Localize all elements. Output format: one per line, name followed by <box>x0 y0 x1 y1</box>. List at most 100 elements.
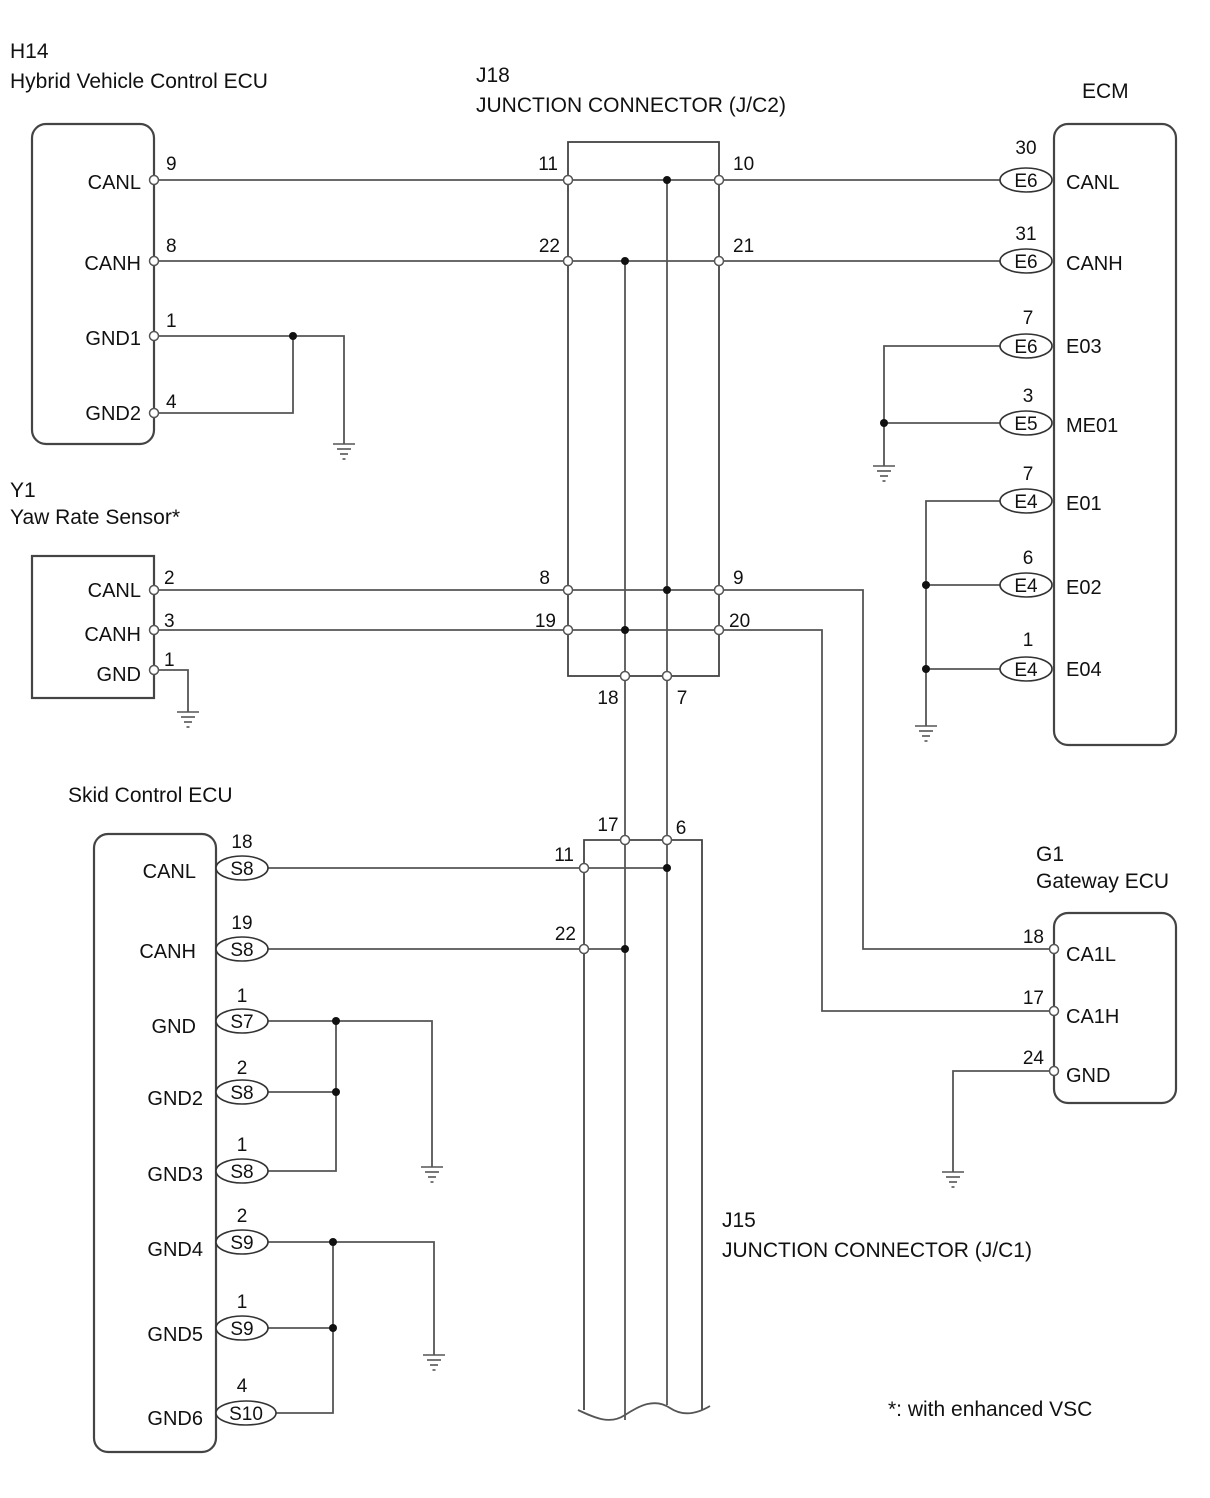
connector-oval: E6 <box>999 248 1053 274</box>
connector-oval: S8 <box>215 855 269 881</box>
pin-label: E03 <box>1066 336 1102 358</box>
connector-oval: E4 <box>999 572 1053 598</box>
pin-label: ME01 <box>1066 415 1118 437</box>
connector-oval: S8 <box>215 1158 269 1184</box>
connector-code: E4 <box>1014 660 1038 681</box>
ecm-box <box>1052 122 1178 747</box>
h14-box <box>30 122 156 446</box>
pin-number: 2 <box>237 1058 248 1079</box>
connector-code: E6 <box>1014 171 1037 192</box>
connector-oval: S8 <box>215 1079 269 1105</box>
j18-code: J18 <box>476 64 510 87</box>
connector-code: S9 <box>230 1233 253 1254</box>
pin-label: GND <box>1066 1065 1110 1087</box>
g1-name: Gateway ECU <box>1036 870 1169 893</box>
connector-oval: E6 <box>999 167 1053 193</box>
connector-oval: E4 <box>999 656 1053 682</box>
pin-label: E02 <box>1066 577 1102 599</box>
skid-name: Skid Control ECU <box>68 784 233 807</box>
ground-icon <box>177 711 199 728</box>
connector-code: S8 <box>230 1162 253 1183</box>
pin-labels: CANL CANH GND1 GND2 CANL CANH GND CANL C… <box>84 172 1122 1430</box>
pin-number: 1 <box>164 650 175 671</box>
pin-label: CANH <box>84 253 141 275</box>
connector-code: S8 <box>230 940 253 961</box>
pin-label: CA1L <box>1066 944 1116 966</box>
h14-name: Hybrid Vehicle Control ECU <box>10 70 268 93</box>
pin-label: GND2 <box>85 403 141 425</box>
pin-number: 6 <box>676 818 687 839</box>
pin-number: 17 <box>597 815 618 836</box>
pin-number: 1 <box>237 986 248 1007</box>
skid-box <box>92 832 218 1454</box>
connector-code: E6 <box>1014 252 1037 273</box>
pin-number: 11 <box>554 845 574 866</box>
pin-number: 9 <box>166 154 177 175</box>
pin-number: 1 <box>237 1292 248 1313</box>
connector-code: S8 <box>230 859 253 880</box>
h14-code: H14 <box>10 40 49 63</box>
pin-numbers: 9 8 1 4 2 3 1 11 22 8 19 10 21 9 20 18 7… <box>164 138 1044 1397</box>
component-titles: H14 Hybrid Vehicle Control ECU J18 JUNCT… <box>10 40 1169 1421</box>
ecm-connector-ovals: E6 E6 E6 E5 E4 E4 E4 <box>999 167 1053 682</box>
y1-name: Yaw Rate Sensor* <box>10 506 180 529</box>
pin-number: 11 <box>538 154 558 175</box>
j15-name: JUNCTION CONNECTOR (J/C1) <box>722 1239 1032 1262</box>
y1-code: Y1 <box>10 479 36 502</box>
ground-symbols <box>177 443 964 1371</box>
pin-number: 8 <box>539 568 550 589</box>
terminals <box>148 174 1060 1077</box>
pin-number: 18 <box>597 688 618 709</box>
pin-number: 18 <box>1023 927 1044 948</box>
pin-number: 3 <box>1023 386 1034 407</box>
connector-oval: S8 <box>215 936 269 962</box>
pin-number: 22 <box>539 236 560 257</box>
pin-label: CANH <box>84 624 141 646</box>
pin-label: GND6 <box>147 1408 203 1430</box>
connector-code: E4 <box>1014 576 1038 597</box>
y1-box <box>30 554 156 700</box>
pin-number: 21 <box>733 236 754 257</box>
ecm-name: ECM <box>1082 80 1129 103</box>
connector-code: S7 <box>230 1012 253 1033</box>
j18-name: JUNCTION CONNECTOR (J/C2) <box>476 94 786 117</box>
pin-label: E01 <box>1066 493 1102 515</box>
connector-code: E6 <box>1014 337 1037 358</box>
pin-number: 9 <box>733 568 744 589</box>
wires <box>154 179 1054 1420</box>
ground-icon <box>421 1166 443 1183</box>
ground-icon <box>915 725 937 742</box>
pin-number: 30 <box>1015 138 1036 159</box>
pin-number: 1 <box>166 311 177 332</box>
pin-label: CA1H <box>1066 1006 1119 1028</box>
connector-code: S9 <box>230 1319 253 1340</box>
junction-dots <box>289 176 930 1332</box>
pin-number: 17 <box>1023 988 1044 1009</box>
pin-label: GND <box>97 664 141 686</box>
j15-code: J15 <box>722 1209 756 1232</box>
pin-number: 8 <box>166 236 177 257</box>
ground-icon <box>333 443 355 460</box>
pin-label: GND2 <box>147 1088 203 1110</box>
pin-number: 4 <box>166 392 177 413</box>
pin-number: 6 <box>1023 548 1034 569</box>
pin-label: E04 <box>1066 659 1102 681</box>
skid-connector-ovals: S8 S8 S7 S8 S8 S9 S9 S10 <box>215 855 277 1426</box>
connector-oval: E5 <box>999 410 1053 436</box>
pin-label: CANL <box>88 580 141 602</box>
pin-number: 24 <box>1023 1048 1045 1069</box>
ground-icon <box>873 465 895 482</box>
footnote: *: with enhanced VSC <box>888 1398 1092 1421</box>
pin-number: 4 <box>237 1376 248 1397</box>
pin-number: 2 <box>164 568 175 589</box>
pin-number: 7 <box>1023 464 1034 485</box>
pin-number: 10 <box>733 154 754 175</box>
j15-break-line <box>577 1402 711 1421</box>
connector-code: S8 <box>230 1083 253 1104</box>
pin-number: 20 <box>729 611 750 632</box>
connector-code: E4 <box>1014 492 1038 513</box>
pin-number: 7 <box>1023 308 1034 329</box>
pin-label: CANH <box>1066 253 1123 275</box>
